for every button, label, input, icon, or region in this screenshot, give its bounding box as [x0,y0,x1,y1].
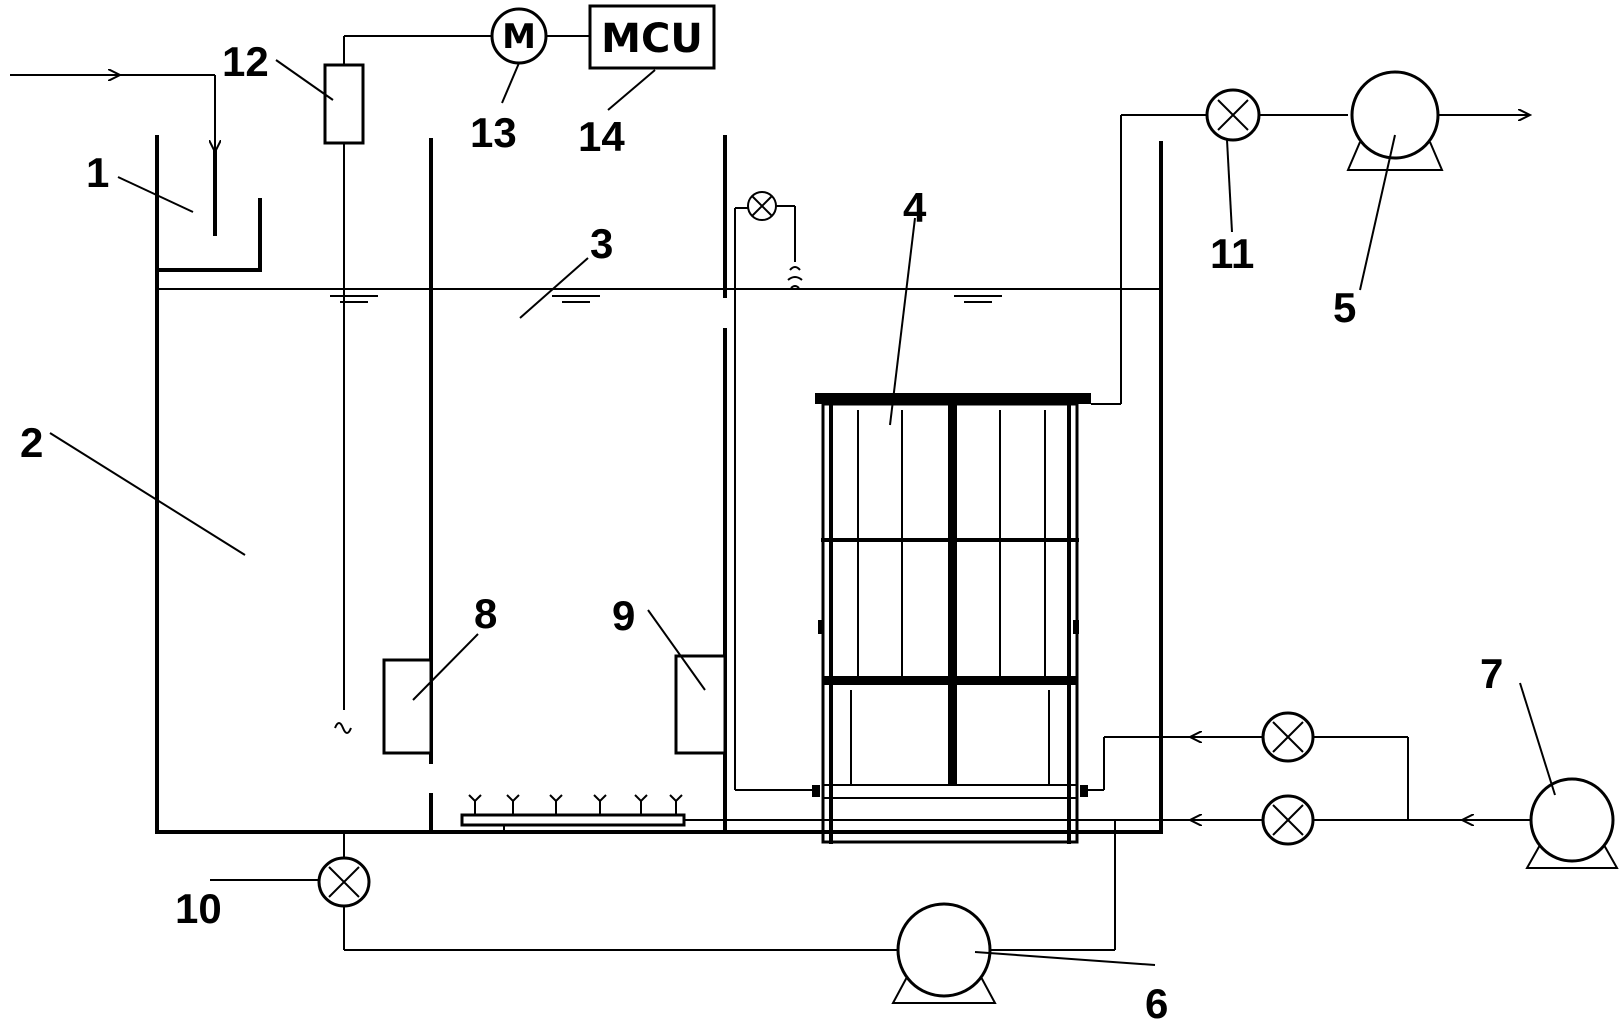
air-valve-lower-icon [1261,794,1315,846]
label-3: 3 [590,220,613,267]
label-6: 6 [1145,980,1168,1023]
callout-labels: 1 2 3 4 5 6 7 8 9 10 11 12 13 14 [20,38,1503,1023]
level-sensor [323,35,492,734]
device-9-box [674,654,727,755]
motor-icon: M [490,7,548,65]
label-12: 12 [222,38,269,85]
label-1: 1 [86,149,109,196]
recirculation-line [210,820,1116,951]
label-5: 5 [1333,284,1356,331]
label-4: 4 [903,184,927,231]
label-2: 2 [20,419,43,466]
backwash-pipe [734,191,812,791]
label-7: 7 [1480,650,1503,697]
mcu-box: MCU [588,4,716,70]
inlet-trough [10,75,262,272]
label-8: 8 [474,590,497,637]
water-level-marks [318,288,1014,303]
mcu-label: MCU [601,16,703,62]
pump-6-icon [891,902,997,1004]
device-8-box [382,658,433,755]
blower-7-icon [1525,777,1619,869]
pump-5-icon [1346,70,1444,171]
membrane-module [812,393,1091,844]
air-supply-lines [1088,737,1560,820]
air-valve-upper-icon [1261,711,1315,763]
label-9: 9 [612,592,635,639]
motor-label: M [502,17,536,57]
label-13: 13 [470,109,517,156]
valve-11-icon [1205,88,1261,142]
valve-10-icon [317,856,371,908]
label-10: 10 [175,885,222,932]
permeate-line [1091,115,1530,405]
aeration-diffuser [460,794,1115,832]
label-11: 11 [1210,230,1254,277]
leader-lines [49,59,1556,966]
main-tank [155,135,1163,834]
label-14: 14 [578,113,625,160]
